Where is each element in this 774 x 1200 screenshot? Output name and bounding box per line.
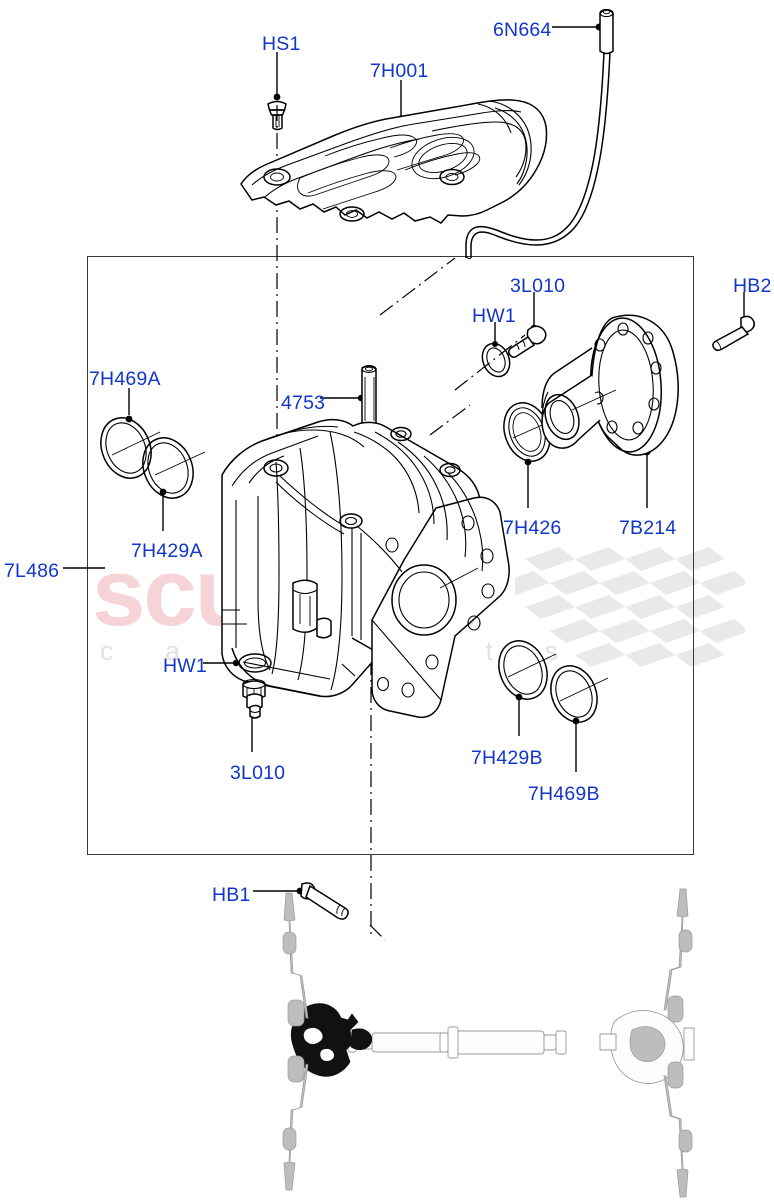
heat-shield-7h001 [241,80,547,223]
callout-label-7h429b[interactable]: 7H429B [471,747,543,769]
sealing-washer-lower-hw1 [203,654,271,672]
flange-bolt-hb1 [253,883,348,919]
seal-ring-front-a-7h469a [92,388,160,486]
callout-label-hw1-upper[interactable]: HW1 [472,305,516,327]
callout-label-7h001[interactable]: 7H001 [370,60,429,82]
callout-label-3l010-lower[interactable]: 3L010 [230,762,286,784]
shim-ring-rear-b-7h429b [490,634,556,736]
callout-label-7l486[interactable]: 7L486 [4,560,60,582]
sealing-washer-upper-hw1 [478,322,515,381]
drain-plug-lower-3l010 [243,680,265,753]
seal-ring-rear-b-7h469b [543,659,608,772]
shim-ring-front-a-7h429a [134,430,205,531]
flange-bolt-hb2 [713,292,754,350]
assembly-group-frame [87,256,694,855]
callout-label-7h469a[interactable]: 7H469A [89,368,161,390]
callout-label-7b214[interactable]: 7B214 [619,517,677,539]
callout-label-hs1[interactable]: HS1 [262,33,301,55]
drain-plug-upper-3l010 [509,292,546,357]
driveline-overview-thumbnail [283,889,694,1197]
shield-bolt-hs1 [268,52,286,130]
output-flange-7b214 [539,315,678,508]
callout-label-3l010-upper[interactable]: 3L010 [510,275,566,297]
callout-label-7h469b[interactable]: 7H469B [528,783,600,805]
callout-label-7h426[interactable]: 7H426 [503,517,562,539]
callout-label-hb2[interactable]: HB2 [733,275,772,297]
callout-label-4753[interactable]: 4753 [281,392,326,414]
callout-label-6n664[interactable]: 6N664 [493,19,552,41]
callout-label-hw1-lower[interactable]: HW1 [163,655,207,677]
callout-label-hb1[interactable]: HB1 [212,884,251,906]
breather-valve-and-hose-6n664 [466,9,613,258]
callout-label-7h429a[interactable]: 7H429A [131,540,203,562]
transfer-case-housing-7l486 [222,420,509,718]
